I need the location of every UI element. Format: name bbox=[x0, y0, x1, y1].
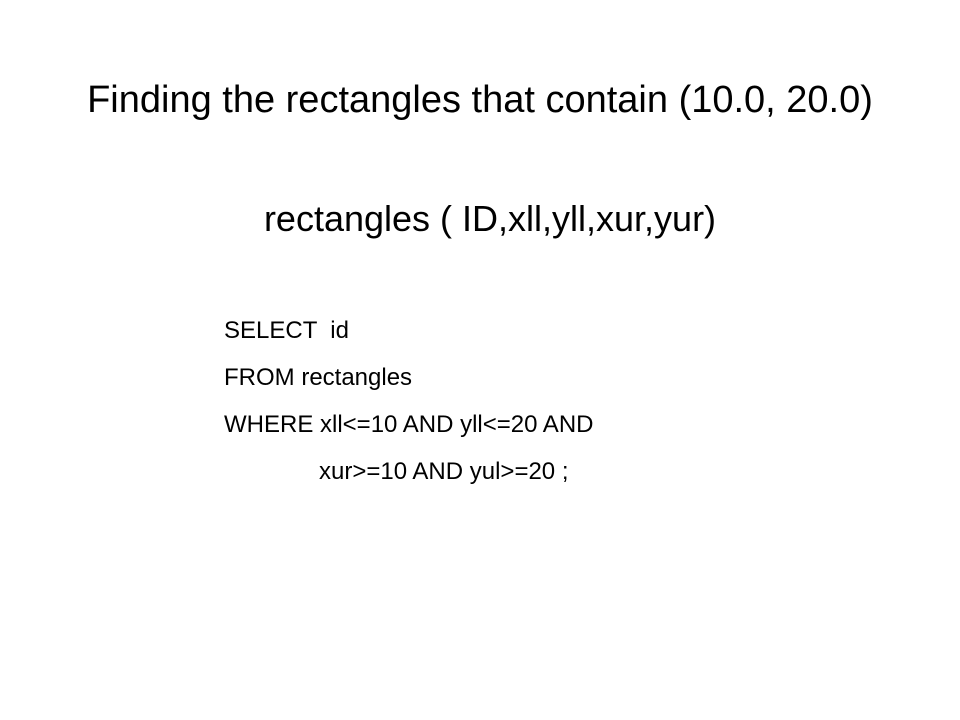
sql-query: SELECT id FROM rectangles WHERE xll<=10 … bbox=[224, 313, 593, 501]
table-schema: rectangles ( ID,xll,yll,xur,yur) bbox=[263, 198, 717, 239]
sql-select-line: SELECT id bbox=[224, 317, 349, 344]
slide-title: Finding the rectangles that contain (10.… bbox=[87, 79, 873, 121]
sql-from-line: FROM rectangles bbox=[224, 364, 413, 391]
sql-where-continuation: xur>=10 AND yul>=20 ; bbox=[319, 458, 569, 485]
sql-where-line: WHERE xll<=10 AND yll<=20 AND bbox=[224, 411, 594, 438]
